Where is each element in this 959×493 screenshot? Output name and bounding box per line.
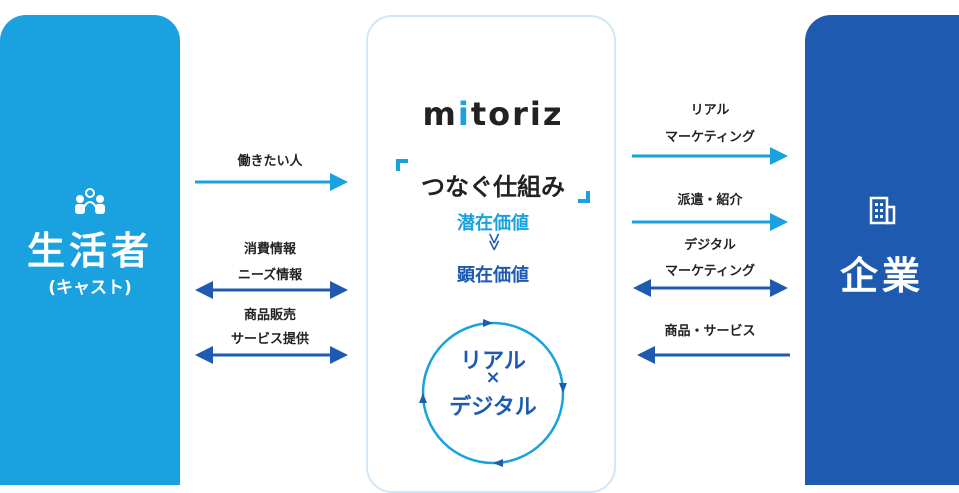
consumer-title: 生活者	[26, 229, 153, 273]
label-needs: ニーズ情報	[237, 268, 303, 283]
company-block: 企業	[805, 15, 959, 485]
latent-value: 潜在価値	[457, 213, 529, 234]
open-bracket-icon	[396, 159, 408, 171]
cycle-digital: デジタル	[449, 395, 537, 420]
cycle-circle	[419, 319, 567, 467]
label-service: サービス提供	[230, 332, 309, 347]
label-marketing-1: マーケティング	[665, 130, 755, 145]
building-icon	[805, 195, 959, 229]
label-marketing-2: マーケティング	[665, 264, 755, 279]
consumer-block: 生活者 (キャスト)	[0, 15, 180, 485]
label-sales: 商品販売	[243, 308, 296, 323]
close-bracket-icon	[578, 191, 590, 203]
people-icon	[0, 187, 180, 219]
consumer-subtitle: (キャスト)	[48, 278, 132, 298]
label-dispatch: 派遣・紹介	[677, 193, 743, 208]
label-real: リアル	[690, 103, 730, 118]
label-digital: デジタル	[684, 238, 736, 253]
center-block: mitoriz つなぐ仕組み 潜在価値 ≫ 顕在価値 リアル × デジタル	[366, 15, 616, 493]
tagline: つなぐ仕組み	[421, 173, 565, 201]
label-products: 商品・サービス	[664, 324, 756, 339]
cycle-real: リアル	[460, 349, 526, 374]
label-consumption: 消費情報	[243, 242, 296, 257]
company-title: 企業	[839, 254, 924, 298]
brand-logo: mitoriz	[422, 95, 564, 133]
manifest-value: 顕在価値	[457, 265, 529, 286]
cycle-times: ×	[485, 367, 501, 388]
label-workers: 働きたい人	[237, 154, 303, 169]
